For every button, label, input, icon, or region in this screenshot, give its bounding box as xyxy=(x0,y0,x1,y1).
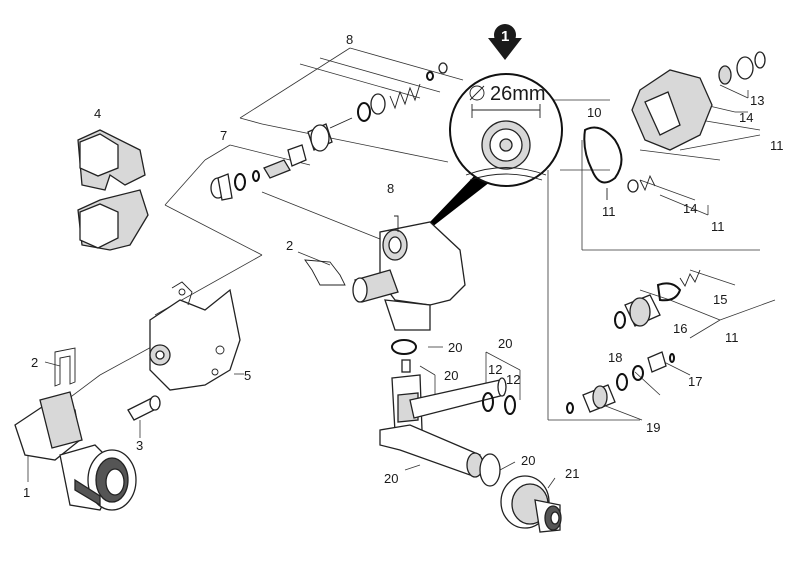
label-20-ring: 20 xyxy=(448,340,462,355)
part-11-upper-housing xyxy=(631,51,766,151)
pump-head-body xyxy=(352,215,466,331)
down-arrow-icon xyxy=(488,38,522,60)
label-20-tube: 20 xyxy=(444,368,458,383)
part-21-coupling xyxy=(500,475,562,533)
label-11-mid: 11 xyxy=(711,219,725,234)
part-2-clip-left xyxy=(54,347,76,387)
label-7: 7 xyxy=(220,128,227,143)
label-2-left: 2 xyxy=(31,355,38,370)
label-11-gasket: 11 xyxy=(602,204,616,219)
label-11-lower: 11 xyxy=(725,330,739,345)
step-number: 1 xyxy=(501,28,509,45)
label-20-lower-right: 20 xyxy=(521,453,535,468)
part-number-labels: 8 4 7 8 2 2 5 3 1 10 11 13 14 11 14 11 1… xyxy=(23,32,784,500)
label-11-top: 11 xyxy=(770,138,784,153)
label-20-group: 20 xyxy=(498,336,512,351)
part-20-tube-assembly xyxy=(379,339,516,487)
part-3-screw xyxy=(127,395,161,421)
label-4: 4 xyxy=(94,106,101,121)
part-7-valve xyxy=(210,144,307,201)
step-marker: 1 xyxy=(488,24,522,60)
label-19: 19 xyxy=(646,420,660,435)
label-12-left: 12 xyxy=(488,362,502,377)
label-13: 13 xyxy=(750,93,764,108)
label-1: 1 xyxy=(23,485,30,500)
part-1-connector xyxy=(14,391,137,511)
label-16: 16 xyxy=(673,321,687,336)
dimension-label: 26mm xyxy=(490,83,546,105)
part-8-valve-stack xyxy=(307,62,448,152)
label-18: 18 xyxy=(608,350,622,365)
label-12-right: 12 xyxy=(506,372,520,387)
diameter-icon xyxy=(469,85,485,101)
label-21: 21 xyxy=(565,466,579,481)
part-5-housing xyxy=(149,281,241,391)
label-14-mid: 14 xyxy=(683,201,697,216)
label-8-small: 8 xyxy=(387,181,394,196)
part-10-gasket xyxy=(583,126,623,200)
detail-callout: 26mm xyxy=(449,73,563,187)
leader-lines xyxy=(27,47,776,489)
label-10: 10 xyxy=(587,105,601,120)
label-14-top: 14 xyxy=(739,110,753,125)
part-2-clip-mid xyxy=(304,259,346,286)
label-3: 3 xyxy=(136,438,143,453)
part-14-valve xyxy=(627,174,656,193)
part-4-guide-blocks xyxy=(77,129,149,251)
part-18-19-valve xyxy=(566,351,675,414)
label-5: 5 xyxy=(244,368,251,383)
label-20-lower-left: 20 xyxy=(384,471,398,486)
label-17: 17 xyxy=(688,374,702,389)
part-16-valve xyxy=(614,269,701,329)
label-2-mid: 2 xyxy=(286,238,293,253)
label-8: 8 xyxy=(346,32,353,47)
label-15: 15 xyxy=(713,292,727,307)
